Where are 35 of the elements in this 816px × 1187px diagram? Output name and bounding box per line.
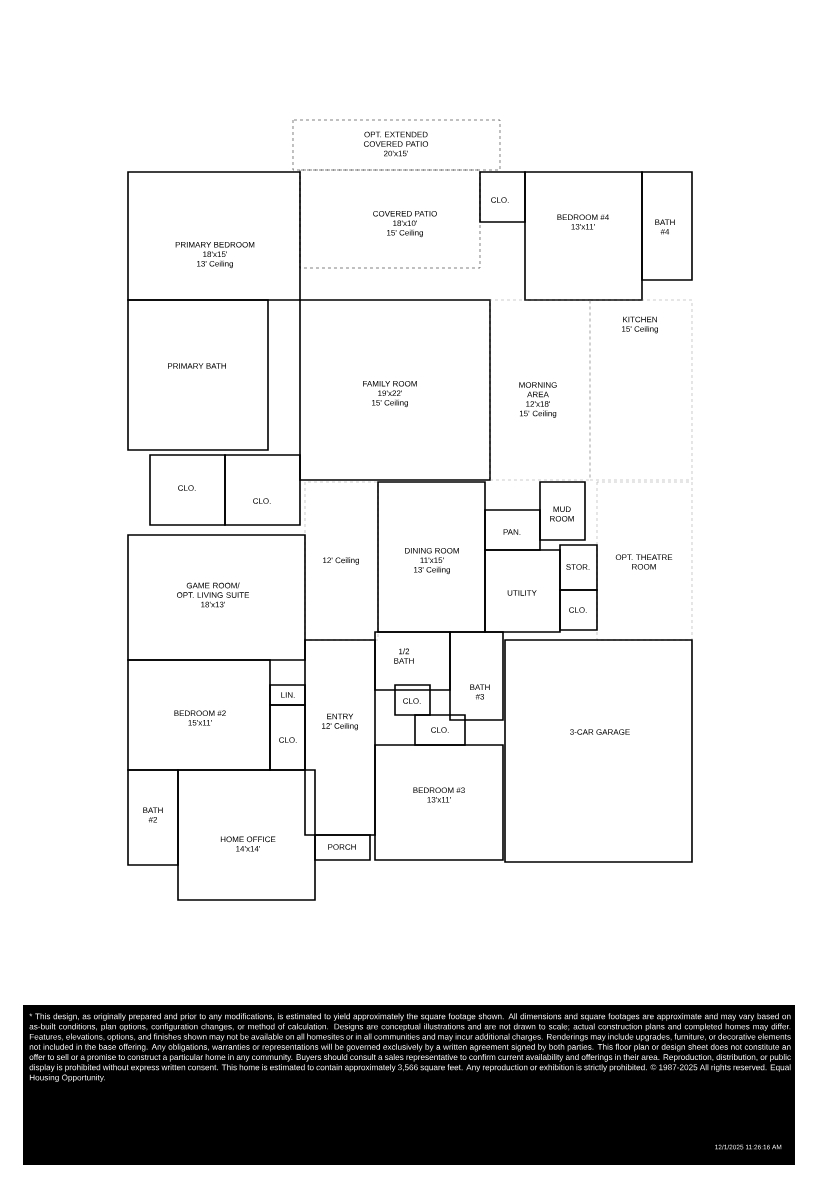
room: PRIMARY BATH	[127, 299, 269, 451]
room: CLO.	[559, 589, 598, 631]
room: MORNING AREA 12'x18' 15' Ceiling	[489, 299, 591, 481]
room: UTILITY	[484, 549, 561, 633]
room: MUD ROOM	[539, 481, 586, 541]
room: BATH #3	[449, 631, 504, 721]
room: BEDROOM #4 13'x11'	[524, 171, 643, 301]
room: 3-CAR GARAGE	[504, 639, 693, 863]
room: BEDROOM #3 13'x11'	[374, 744, 504, 861]
room: OPT. THEATRE ROOM	[596, 481, 693, 641]
room: CLO.	[394, 684, 431, 716]
room: GAME ROOM/ OPT. LIVING SUITE 18'x13'	[127, 534, 306, 661]
room: PAN.	[484, 509, 541, 551]
disclaimer-text: * This design, as originally prepared and prior to any modifications, is estimated to yield approximately the square footage shown. All dimensions and square footages are approximate and may vary based on as-built conditions, plan options, configuration changes, or method of calculation. Designs are conceptual illustrations and are not drawn to scale; actual construction plans and completed homes may differ. Features, elevations, options, and finishes shown may not be available on all homesites or in all communities and may incur additional charges. Renderings may include upgrades, furniture, or decorative elements not included in the base offering. Any obligations, warranties or representations will be governed exclusively by a written agreement signed by both parties. This floor plan or design sheet does not constitute an offer to sell or a promise to construct a particular home in any community. Buyers should consult a sales representative to confirm current availability and offerings in their area. Reproduction, distribution, or public display is prohibited without express written consent. This home is estimated to contain approximately 3,566 square feet. Any reproduction or exhibition is strictly prohibited. © 1987-2025 All rights reserved. Equal Housing Opportunity.	[29, 1013, 791, 1083]
room: BEDROOM #2 15'x11'	[127, 659, 271, 771]
room: 1/2 BATH	[374, 631, 451, 691]
room: KITCHEN 15' Ceiling	[589, 299, 693, 481]
room: STOR.	[559, 544, 598, 591]
room: CLO.	[149, 454, 226, 526]
room: FAMILY ROOM 19'x22' 15' Ceiling	[299, 299, 491, 481]
room: COVERED PATIO 18'x10' 15' Ceiling	[299, 169, 481, 269]
room: OPT. EXTENDED COVERED PATIO 20'x15'	[292, 119, 501, 171]
room: LIN.	[269, 684, 306, 706]
room: DINING ROOM 11'x15' 13' Ceiling	[377, 481, 486, 633]
room: CLO.	[269, 704, 306, 771]
room: BATH #2	[127, 769, 179, 866]
room: CLO.	[224, 454, 301, 526]
room: HOME OFFICE 14'x14'	[177, 769, 316, 901]
room: CLO.	[414, 714, 466, 746]
room: 12' Ceiling	[304, 481, 379, 641]
room: PRIMARY BEDROOM 18'x15' 13' Ceiling	[127, 171, 301, 301]
room: ENTRY 12' Ceiling	[304, 639, 376, 836]
room: PORCH	[314, 834, 371, 861]
room: BATH #4	[641, 171, 693, 281]
room: CLO.	[479, 171, 526, 223]
